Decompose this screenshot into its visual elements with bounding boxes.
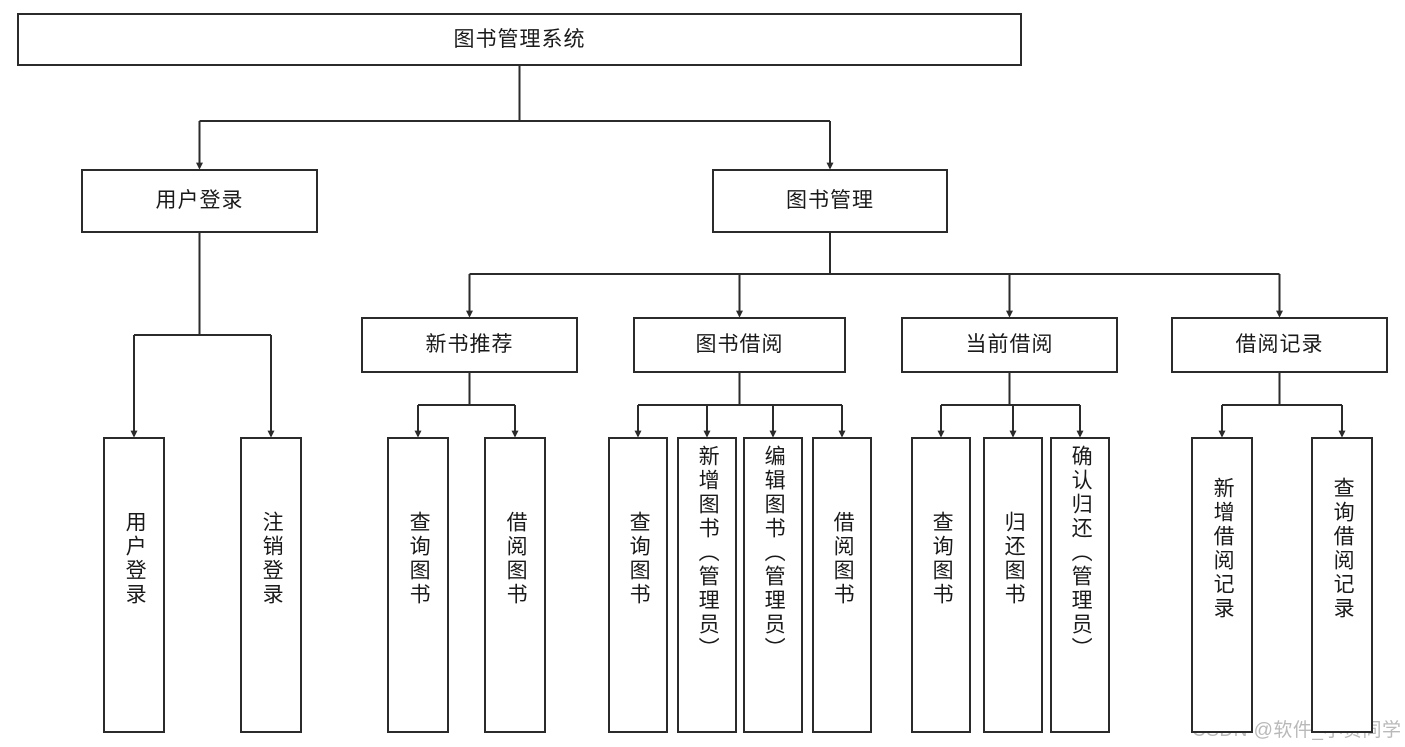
node-label-newbook: 新书推荐: [425, 333, 514, 357]
node-l_re_query[interactable]: 查询借阅记录: [1311, 437, 1373, 733]
node-newbook[interactable]: 新书推荐: [361, 317, 578, 373]
node-label-l_cu_confirm: 确认归还（管理员）: [1069, 445, 1093, 661]
node-borrow[interactable]: 图书借阅: [633, 317, 846, 373]
node-l_cu_return[interactable]: 归还图书: [983, 437, 1043, 733]
node-l_cu_confirm[interactable]: 确认归还（管理员）: [1050, 437, 1110, 733]
node-label-l_login: 用户登录: [123, 511, 147, 607]
node-root[interactable]: 图书管理系统: [17, 13, 1022, 66]
node-l_login[interactable]: 用户登录: [103, 437, 165, 733]
node-label-l_re_query: 查询借阅记录: [1331, 477, 1355, 621]
node-label-l_bo_query: 查询图书: [627, 511, 651, 607]
node-label-bookmgmt: 图书管理: [786, 189, 874, 213]
node-records[interactable]: 借阅记录: [1171, 317, 1388, 373]
node-label-l_bo_edit: 编辑图书（管理员）: [762, 445, 786, 661]
node-l_nb_borrow[interactable]: 借阅图书: [484, 437, 546, 733]
node-label-l_cu_query: 查询图书: [930, 511, 954, 607]
node-l_cu_query[interactable]: 查询图书: [911, 437, 971, 733]
node-label-l_bo_lend: 借阅图书: [831, 511, 855, 607]
node-label-current: 当前借阅: [965, 333, 1054, 357]
node-current[interactable]: 当前借阅: [901, 317, 1118, 373]
node-label-login: 用户登录: [155, 189, 244, 213]
node-l_bo_add[interactable]: 新增图书（管理员）: [677, 437, 737, 733]
node-l_logout[interactable]: 注销登录: [240, 437, 302, 733]
node-label-l_nb_query: 查询图书: [407, 511, 431, 607]
node-label-l_nb_borrow: 借阅图书: [504, 511, 528, 607]
node-l_bo_lend[interactable]: 借阅图书: [812, 437, 872, 733]
node-l_bo_edit[interactable]: 编辑图书（管理员）: [743, 437, 803, 733]
node-label-records: 借阅记录: [1235, 333, 1324, 357]
node-l_bo_query[interactable]: 查询图书: [608, 437, 668, 733]
node-login[interactable]: 用户登录: [81, 169, 318, 233]
node-label-root: 图书管理系统: [453, 27, 586, 51]
node-label-l_re_add: 新增借阅记录: [1211, 477, 1235, 621]
node-bookmgmt[interactable]: 图书管理: [712, 169, 948, 233]
node-label-l_bo_add: 新增图书（管理员）: [696, 445, 720, 661]
node-l_nb_query[interactable]: 查询图书: [387, 437, 449, 733]
node-l_re_add[interactable]: 新增借阅记录: [1191, 437, 1253, 733]
node-label-l_cu_return: 归还图书: [1002, 511, 1026, 607]
node-label-borrow: 图书借阅: [695, 333, 784, 357]
node-label-l_logout: 注销登录: [260, 511, 284, 607]
